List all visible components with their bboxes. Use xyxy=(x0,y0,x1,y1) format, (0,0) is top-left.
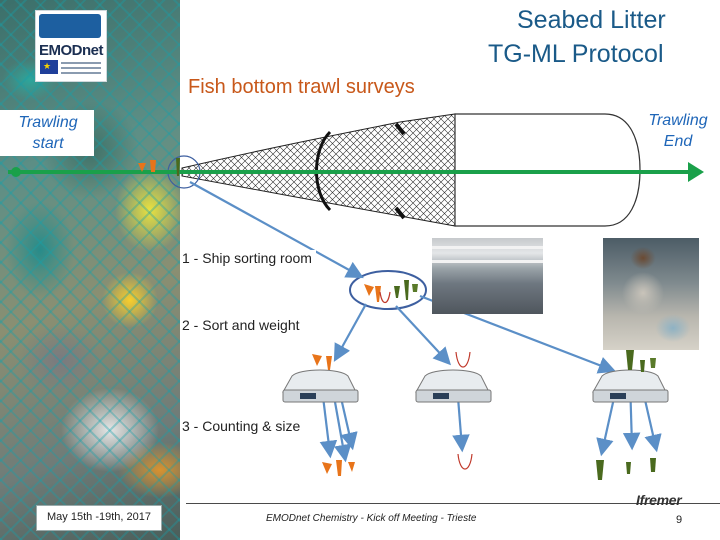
litter-photo xyxy=(0,0,180,540)
trawling-end-line-2: End xyxy=(663,133,693,150)
eu-flag-icon: ★ xyxy=(40,60,58,74)
step-3-label: 3 - Counting & size xyxy=(180,418,305,434)
title-line-1: Seabed Litter xyxy=(517,6,666,34)
logo-fine-print xyxy=(61,62,101,64)
logo-fine-print xyxy=(61,72,101,74)
trawling-start-line-2: start xyxy=(32,135,64,152)
logo-name: EMODnet xyxy=(39,42,104,59)
ifremer-logo: Ifremer xyxy=(636,492,682,508)
trawling-start-background xyxy=(0,110,94,156)
footer-divider xyxy=(186,503,720,504)
trawl-line-arrow-icon xyxy=(688,162,704,182)
weighing-scale-icon xyxy=(592,369,669,403)
trawling-end-line-1: Trawling xyxy=(648,112,708,129)
trawling-start-label: Trawling start xyxy=(6,112,90,154)
step-1-label: 1 - Ship sorting room xyxy=(180,250,316,266)
sorting-photo xyxy=(603,238,699,350)
step-2-label: 2 - Sort and weight xyxy=(180,317,304,333)
trawling-end-label: Trawling End xyxy=(636,110,720,152)
weighing-scale-icon xyxy=(415,369,492,403)
sorting-room-photo xyxy=(432,238,543,314)
litter-item-icon xyxy=(312,350,656,372)
footer-event: EMODnet Chemistry - Kick off Meeting - T… xyxy=(266,513,477,524)
footer-date: May 15th -19th, 2017 xyxy=(47,511,151,523)
footer-date-box xyxy=(36,505,162,531)
trawling-start-line-1: Trawling xyxy=(18,114,78,131)
logo-fine-print xyxy=(61,67,101,69)
litter-item-icon xyxy=(322,453,656,480)
litter-item-icon xyxy=(364,280,418,304)
page-number: 9 xyxy=(676,514,683,526)
title-line-2: TG-ML Protocol xyxy=(488,40,664,68)
litter-item-icon xyxy=(138,158,180,176)
logo-wave-icon xyxy=(39,14,101,38)
subtitle: Fish bottom trawl surveys xyxy=(188,76,415,98)
weighing-scale-icon xyxy=(282,369,359,403)
